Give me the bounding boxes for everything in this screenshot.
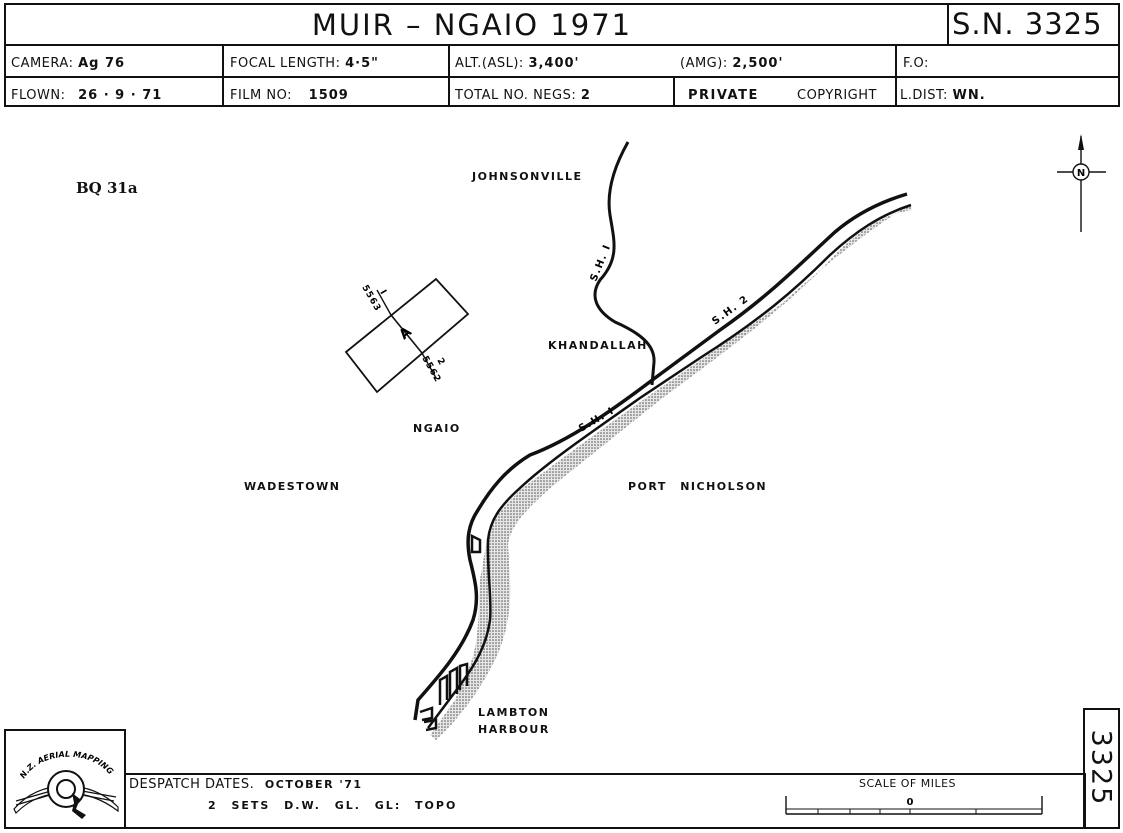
despatch-row: DESPATCH DATES. OCTOBER '71 xyxy=(129,777,363,792)
place-harbour: HARBOUR xyxy=(478,723,550,736)
col-divider-2 xyxy=(448,44,450,106)
alt-label: ALT.(ASL): xyxy=(455,56,524,71)
col-divider-1 xyxy=(222,44,224,106)
map-title: MUIR – NGAIO 1971 xyxy=(311,8,633,42)
film-cell: FILM NO: 1509 xyxy=(230,88,349,103)
camera-cell: CAMERA: Ag 76 xyxy=(11,56,125,71)
scale-label: SCALE OF MILES xyxy=(859,777,957,790)
sheet-reference: BQ 31a xyxy=(76,179,138,197)
amg-label: (AMG): xyxy=(680,56,728,71)
place-port-nicholson: PORT NICHOLSON xyxy=(628,480,768,493)
negs-cell: TOTAL NO. NEGS: 2 xyxy=(455,88,591,103)
flight-frame-top: 5563 xyxy=(359,284,382,314)
kaiwharawhara-feature xyxy=(470,533,482,554)
ldist-label: L.DIST: xyxy=(900,88,948,103)
lambton-wharves xyxy=(419,662,469,732)
focal-value: 4·5" xyxy=(345,56,379,71)
place-johnsonville: JOHNSONVILLE xyxy=(472,170,583,183)
amg-cell: (AMG): 2,500' xyxy=(680,56,783,71)
despatch-label: DESPATCH DATES. xyxy=(129,777,255,792)
flight-run-top: I xyxy=(377,289,387,297)
amg-value: 2,500' xyxy=(732,56,784,71)
aerial-mapping-logo: N.Z. AERIAL MAPPING LTD xyxy=(6,731,119,819)
ldist-cell: L.DIST: WN. xyxy=(900,88,986,103)
negs-value: 2 xyxy=(580,88,591,103)
flown-label: FLOWN: xyxy=(11,88,66,103)
flight-strip-tick-top xyxy=(376,289,392,316)
negs-label: TOTAL NO. NEGS: xyxy=(455,88,577,103)
sets-line: 2 SETS D.W. GL. GL: TOPO xyxy=(208,799,458,812)
motorway-outer-line xyxy=(413,192,908,721)
place-ngaio: NGAIO xyxy=(413,422,461,435)
alt-cell: ALT.(ASL): 3,400' xyxy=(455,56,580,71)
flight-run-bottom: 2 xyxy=(434,357,446,367)
footer-box xyxy=(124,773,1086,829)
logo-box: N.Z. AERIAL MAPPING LTD xyxy=(4,729,126,829)
col-divider-4 xyxy=(895,44,897,106)
header-table xyxy=(4,3,1120,107)
focal-cell: FOCAL LENGTH: 4·5" xyxy=(230,56,379,71)
sn-divider xyxy=(947,3,949,44)
header-divider-1 xyxy=(4,44,1120,46)
place-wadestown: WADESTOWN xyxy=(244,480,341,493)
place-lambton: LAMBTON xyxy=(478,706,550,719)
despatch-value: OCTOBER '71 xyxy=(264,778,363,791)
sh1-north-road xyxy=(593,141,656,386)
ldist-value: WN. xyxy=(952,88,986,103)
film-label: FILM NO: xyxy=(230,88,293,103)
private-label: PRIVATE xyxy=(688,88,759,103)
flight-strip-centerline xyxy=(390,314,423,354)
place-khandallah: KHANDALLAH xyxy=(548,339,648,352)
scale-zero: 0 xyxy=(907,797,914,808)
scale-bar: 0 xyxy=(785,796,1043,815)
camera-value: Ag 76 xyxy=(78,56,126,71)
flight-strip-tick-bottom xyxy=(421,352,437,379)
col-divider-3 xyxy=(673,76,675,106)
flown-value: 26 · 9 · 71 xyxy=(78,88,163,103)
camera-label: CAMERA: xyxy=(11,56,74,71)
north-label: N xyxy=(1077,168,1085,179)
flight-strip: A I 5563 2 5562 xyxy=(344,277,470,394)
fo-label: F.O: xyxy=(903,56,929,71)
side-number: 3325 xyxy=(1085,729,1117,807)
sheet-number: S.N. 3325 xyxy=(952,7,1103,41)
north-arrow-icon: N xyxy=(1057,134,1106,232)
copyright-label: COPYRIGHT xyxy=(797,88,877,103)
harbour-shoreline xyxy=(427,203,912,729)
flown-cell: FLOWN: 26 · 9 · 71 xyxy=(11,88,162,103)
focal-label: FOCAL LENGTH: xyxy=(230,56,341,71)
alt-value: 3,400' xyxy=(528,56,580,71)
harbour-shore-shading xyxy=(430,204,912,740)
header-divider-2 xyxy=(4,76,1120,78)
flight-strip-outline xyxy=(344,277,470,394)
film-value: 1509 xyxy=(308,88,349,103)
side-number-box xyxy=(1083,708,1120,829)
